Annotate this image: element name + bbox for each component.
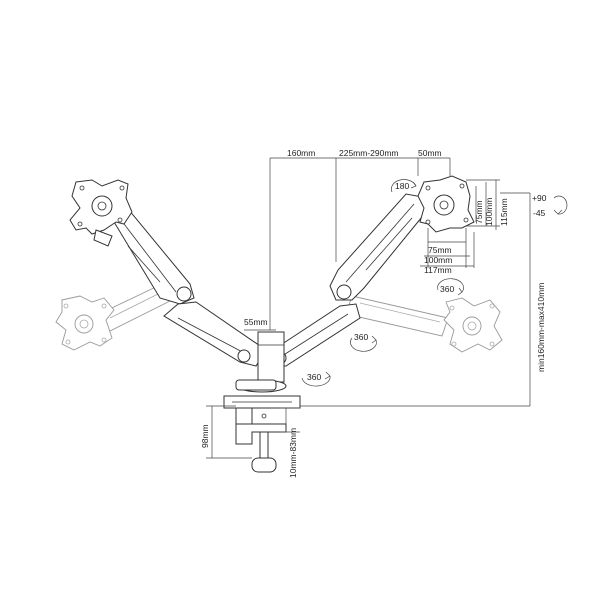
dim-clamp-lines xyxy=(280,407,300,433)
tilt-arrow xyxy=(553,195,568,215)
rotation-360-mid-label: 360 xyxy=(354,332,368,342)
ghost-right-vesa-plate xyxy=(443,297,503,353)
tilt-up-label: +90 xyxy=(532,193,547,203)
dim-75mm-width: 75mm xyxy=(428,245,452,255)
vesa-width-lines xyxy=(420,228,475,268)
center-post xyxy=(257,331,285,383)
rotation-180-label: 180 xyxy=(395,181,409,191)
dim-225-290mm: 225mm-290mm xyxy=(339,148,399,158)
rotation-360-base-label: 360 xyxy=(307,372,321,382)
right-gas-spring-upper-arm xyxy=(329,193,429,301)
dim-117mm-width: 117mm xyxy=(424,265,452,275)
base-hub xyxy=(223,379,301,409)
dim-100mm-height: 100mm xyxy=(484,198,494,226)
top-dimension-lines xyxy=(269,157,451,330)
tilt-down-label: -45 xyxy=(533,208,546,218)
left-vesa-plate xyxy=(69,179,133,247)
dim-160mm: 160mm xyxy=(287,148,315,158)
dim-height-range: min160mm-max410mm xyxy=(536,283,546,372)
dim-98mm: 98mm xyxy=(200,424,210,448)
dim-clamp-range: 10mm-83mm xyxy=(288,428,298,478)
rotation-360-right-arrow xyxy=(437,278,464,296)
dim-50mm: 50mm xyxy=(418,148,442,158)
dim-100mm-width: 100mm xyxy=(424,255,452,265)
dim-115mm-height: 115mm xyxy=(499,198,509,226)
ghost-right-arm xyxy=(345,295,449,337)
rotation-180-arrow xyxy=(391,179,417,193)
rotation-360-right-label: 360 xyxy=(440,284,454,294)
height-range-lines xyxy=(300,192,531,407)
right-vesa-plate xyxy=(417,175,475,233)
rotation-360-mid-arrow xyxy=(350,335,377,352)
dim-55mm: 55mm xyxy=(244,317,268,327)
ghost-left-vesa-plate xyxy=(55,295,115,351)
dim-75mm-height: 75mm xyxy=(474,200,484,224)
left-lower-arm xyxy=(163,301,267,367)
desk-clamp xyxy=(235,407,287,473)
rotation-360-base-arrow xyxy=(301,371,331,387)
vesa-height-lines xyxy=(466,179,500,230)
dim-98mm-lines xyxy=(206,405,252,459)
